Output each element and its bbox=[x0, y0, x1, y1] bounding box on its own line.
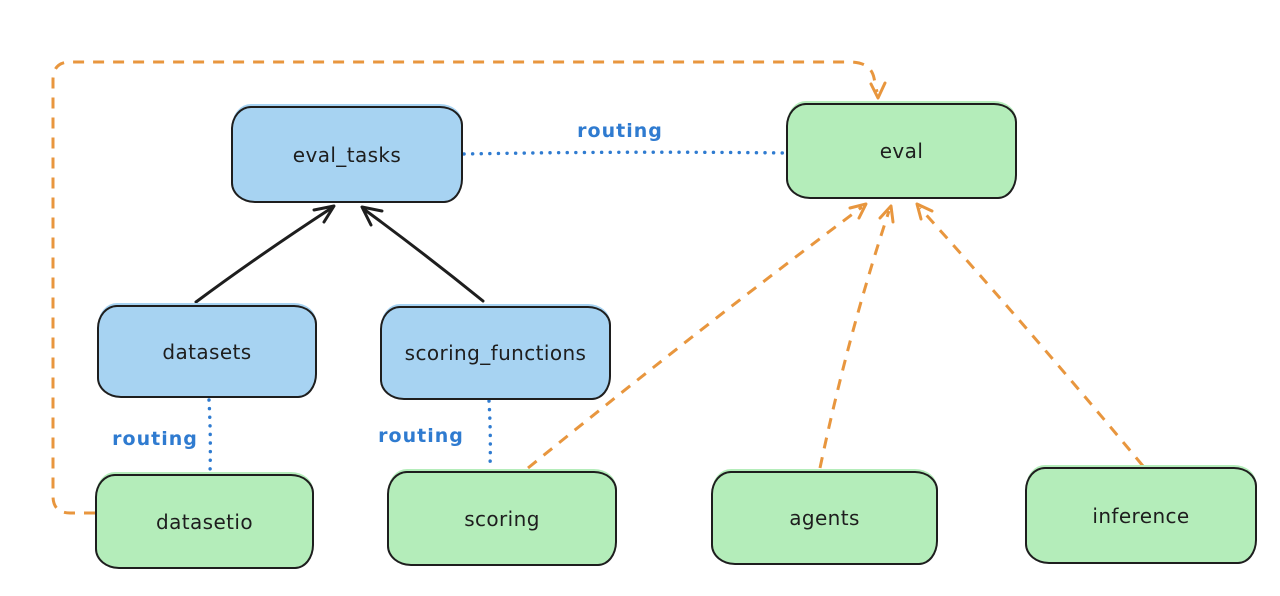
edge-agents-to-eval bbox=[818, 204, 895, 469]
node-eval: eval bbox=[786, 103, 1017, 199]
edge-scoring-to-eval bbox=[527, 202, 868, 470]
node-inference: inference bbox=[1025, 467, 1257, 564]
node-agents: agents bbox=[711, 471, 938, 565]
node-datasetio-label: datasetio bbox=[155, 509, 253, 534]
node-scoring-functions: scoring_functions bbox=[380, 306, 611, 400]
node-inference-label: inference bbox=[1092, 503, 1190, 528]
edge-label-routing-scoring-functions-scoring: routing bbox=[378, 425, 464, 447]
node-datasetio: datasetio bbox=[95, 474, 314, 569]
node-eval-tasks-label: eval_tasks bbox=[292, 142, 402, 167]
node-scoring-label: scoring bbox=[464, 506, 540, 531]
edge-datasets-to-eval-tasks bbox=[194, 204, 336, 304]
node-agents-label: agents bbox=[789, 506, 860, 530]
node-scoring-functions-label: scoring_functions bbox=[404, 341, 587, 365]
edge-datasetio-to-eval-loop bbox=[51, 60, 887, 515]
node-datasets-label: datasets bbox=[162, 339, 252, 364]
edge-datasets-to-datasetio-routing bbox=[207, 398, 213, 476]
node-eval-label: eval bbox=[879, 139, 924, 163]
edge-inference-to-eval bbox=[915, 202, 1145, 467]
edge-label-routing-eval-tasks-eval: routing bbox=[577, 120, 663, 142]
edge-label-routing-datasets-datasetio: routing bbox=[112, 428, 198, 450]
edge-scoring-functions-to-scoring-routing bbox=[487, 399, 493, 470]
edge-scoring-functions-to-eval-tasks bbox=[360, 205, 485, 303]
edge-eval-tasks-to-eval-routing bbox=[462, 150, 788, 156]
node-eval-tasks: eval_tasks bbox=[231, 106, 463, 203]
node-scoring: scoring bbox=[387, 471, 617, 566]
node-datasets: datasets bbox=[97, 305, 317, 398]
